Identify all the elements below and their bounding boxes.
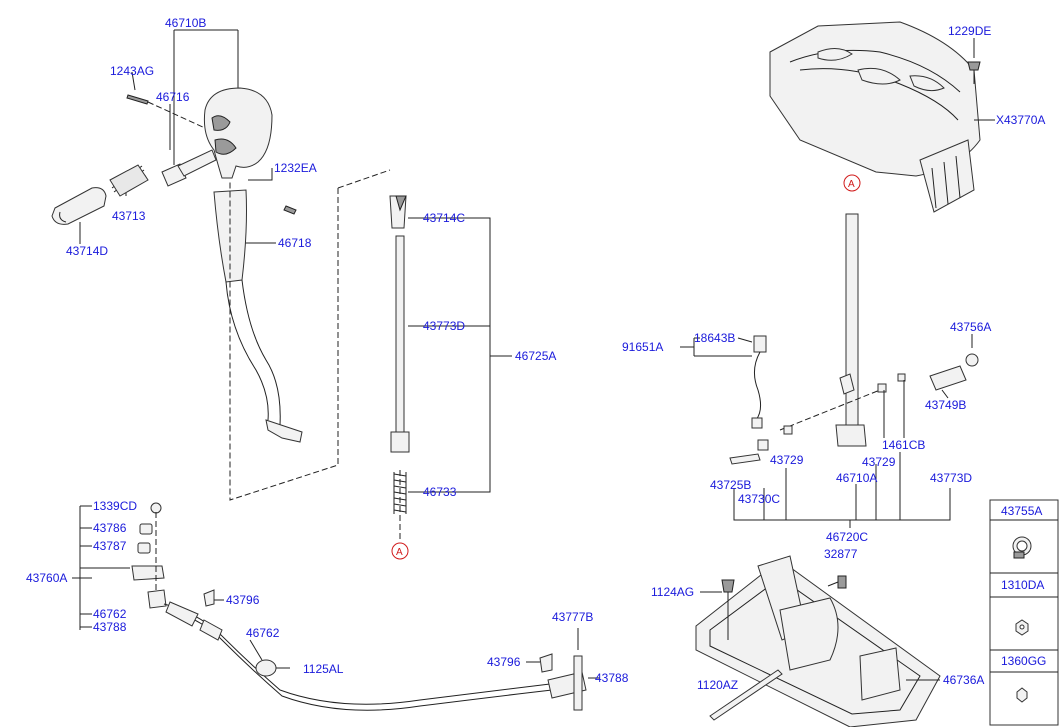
label-1339cd: 1339CD [93, 499, 137, 513]
base-bracket [695, 555, 941, 727]
label-18643b: 18643B [694, 331, 735, 345]
legend-43755a: 43755A [1001, 504, 1042, 518]
label-1243ag: 1243AG [110, 64, 154, 78]
label-43796-a: 43796 [226, 593, 260, 607]
label-43788-a: 43788 [93, 620, 127, 634]
label-43796-b: 43796 [487, 655, 521, 669]
label-46710a: 46710A [836, 471, 877, 485]
shift-knob-assembly [51, 29, 391, 501]
label-43714c: 43714C [423, 211, 465, 225]
label-43714d: 43714D [66, 244, 108, 258]
label-1124ag: 1124AG [651, 585, 694, 599]
label-43773d-right: 43773D [930, 471, 972, 485]
hose-clamp-icon [1012, 536, 1032, 559]
label-1232ea: 1232EA [274, 161, 317, 175]
label-46725a: 46725A [515, 349, 556, 363]
label-46720c: 46720C [826, 530, 868, 544]
label-43730c: 43730C [738, 492, 780, 506]
label-32877: 32877 [824, 547, 858, 561]
label-43787: 43787 [93, 539, 127, 553]
label-43773d-mid: 43773D [423, 319, 465, 333]
label-43749b: 43749B [925, 398, 966, 412]
legend-1310da: 1310DA [1001, 578, 1044, 592]
label-46716: 46716 [156, 90, 190, 104]
label-46762-a: 46762 [93, 607, 127, 621]
label-43760a: 43760A [26, 571, 67, 585]
shift-cable-assembly [72, 502, 600, 711]
label-91651a: 91651A [622, 340, 663, 354]
label-46762-b: 46762 [246, 626, 280, 640]
label-1229de: 1229DE [948, 24, 991, 38]
label-43777b: 43777B [552, 610, 593, 624]
label-46710b: 46710B [165, 16, 206, 30]
shift-lever-housing [680, 21, 995, 528]
marker-a-bottom: A [396, 547, 403, 558]
label-46736a: 46736A [943, 673, 984, 687]
label-43725b: 43725B [710, 478, 751, 492]
legend-1360gg: 1360GG [1001, 654, 1046, 668]
label-1120az: 1120AZ [697, 678, 738, 692]
callout-labels: 46710B 1243AG 46716 1232EA 43713 43714D … [26, 16, 1046, 692]
label-43729-a: 43729 [770, 453, 804, 467]
label-46718: 46718 [278, 236, 312, 250]
label-43788-b: 43788 [595, 671, 629, 685]
shift-rod-assembly [389, 195, 512, 560]
hex-nut-icon [1015, 619, 1029, 636]
label-43729-b: 43729 [862, 455, 896, 469]
label-x43770a: X43770A [996, 113, 1045, 127]
label-43756a: 43756A [950, 320, 991, 334]
legend-box [989, 499, 1059, 726]
label-1461cb: 1461CB [882, 438, 925, 452]
label-43713: 43713 [112, 209, 146, 223]
label-46733: 46733 [423, 485, 457, 499]
marker-a-top: A [848, 179, 855, 190]
flange-nut-icon [1016, 687, 1028, 703]
label-43786: 43786 [93, 521, 127, 535]
label-1125al: 1125AL [303, 662, 344, 676]
